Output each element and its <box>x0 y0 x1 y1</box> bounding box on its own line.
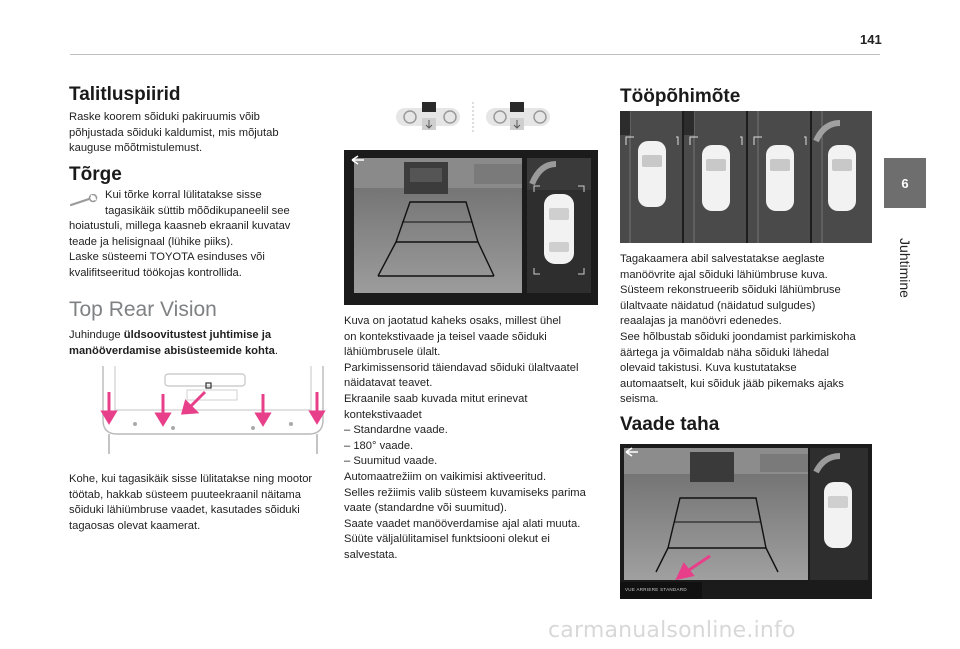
screen-mode-label: VUE ARRIERE STANDARD <box>625 587 687 592</box>
text-line: sõiduki lähiümbruse vaadet, kasutades sõ… <box>69 504 300 517</box>
mirror-camera-icons <box>396 102 550 134</box>
header-rule <box>70 54 880 55</box>
text-run: Juhinduge <box>69 329 124 341</box>
text-line: kontekstivaadet <box>344 408 422 421</box>
text-line: äärtega ja võimaldab näha sõiduki läheda… <box>620 346 829 359</box>
camera-split-screen <box>344 150 598 305</box>
text-line: Automaatrežiim on vaikimisi aktiveeritud… <box>344 470 547 483</box>
text-line: Parkimissensorid täiendavad sõiduki ülal… <box>344 361 579 374</box>
heading-torge: Tõrge <box>69 164 122 185</box>
paragraph-screen-description: Kuva on jaotatud kaheks osaks, millest ü… <box>344 314 602 564</box>
text-line: põhjustada sõiduki kaldumist, mis mõjuta… <box>69 126 279 139</box>
text-line: Kohe, kui tagasikäik sisse lülitatakse n… <box>69 473 313 485</box>
text-line: salvestata. <box>344 548 398 561</box>
chapter-label: Juhtimine <box>897 238 913 298</box>
text-line: Laske süsteemi TOYOTA esinduses või <box>69 251 265 264</box>
watermark: carmanualsonline.info <box>548 618 796 643</box>
text-line: Süüte väljalülitamisel funktsiooni oleku… <box>344 533 550 546</box>
text-line: Süsteem rekonstrueerib sõiduki lähiümbru… <box>620 284 841 297</box>
text-line: Tagakaamera abil salvestatakse aeglaste <box>620 253 825 265</box>
text-line: näidatavat teavet. <box>344 377 433 390</box>
text-line: automaatselt, kui sõiduk jääb pikemaks a… <box>620 377 844 390</box>
text-line: töötab, hakkab süsteem puuteekraanil näi… <box>69 488 301 501</box>
text-line: olevaid takistusi. Kuva kustutatakse <box>620 362 797 375</box>
text-line: seisma. <box>620 393 659 406</box>
text-line: tagaosas olevat kaamerat. <box>69 519 201 532</box>
text-line: hoiatustuli, millega kaasneb ekraanil ku… <box>69 220 291 233</box>
text-line: – 180° vaade. <box>344 439 414 452</box>
text-line: See hõlbustab sõiduki joondamist parkimi… <box>620 330 856 343</box>
rear-view-screen: VUE ARRIERE STANDARD <box>620 444 872 599</box>
page-number: 141 <box>860 32 882 47</box>
text-line: kvalifitseeritud töökojas kontrollida. <box>69 266 242 279</box>
chapter-tab[interactable]: 6 <box>884 158 926 208</box>
chapter-label-container: Juhtimine <box>890 218 920 318</box>
text-line: ülaltvaate näidatud (näidatud sulgudes) <box>620 299 816 312</box>
text-line: manöövrite ajal sõiduki lähiümbruse kuva… <box>620 268 828 281</box>
text-line: teade ja helisignaal (lühike piiks). <box>69 235 234 248</box>
paragraph-operation: Tagakaamera abil salvestatakse aeglaste … <box>620 252 878 408</box>
text-line: Kui tõrke korral lülitatakse sisse <box>105 189 262 201</box>
text-line: reaalajas ja manöövri edenedes. <box>620 315 782 328</box>
heading-top-rear-vision: Top Rear Vision <box>69 298 217 321</box>
text-line: lähiümbrusele ülalt. <box>344 346 441 359</box>
paragraph-reference: Juhinduge üldsoovitustest juhtimise ja m… <box>69 328 331 359</box>
text-line: Saate vaadet manööverdamise ajal alati m… <box>344 517 581 530</box>
text-line: tagasikäik süttib mõõdikupaneelil see <box>105 204 290 217</box>
text-run: . <box>274 344 278 357</box>
text-line: kauguse mõõtmistulemust. <box>69 142 203 155</box>
heading-talitluspiirid: Talitluspiirid <box>69 84 181 105</box>
text-line: Kuva on jaotatud kaheks osaks, millest ü… <box>344 315 562 327</box>
vehicle-rear-illustration <box>100 366 326 454</box>
parking-sequence-image <box>620 111 872 243</box>
text-line: – Standardne vaade. <box>344 424 448 437</box>
paragraph-limits: Raske koorem sõiduki pakiruumis võib põh… <box>69 110 331 157</box>
text-line: Raske koorem sõiduki pakiruumis võib <box>69 111 260 123</box>
wrench-icon <box>69 194 98 207</box>
text-line: on kontekstivaade ja teisel vaade sõiduk… <box>344 330 547 343</box>
text-line: Selles režiimis valib süsteem kuvamiseks… <box>344 486 586 499</box>
paragraph-activation: Kohe, kui tagasikäik sisse lülitatakse n… <box>69 472 333 534</box>
text-line: – Suumitud vaade. <box>344 455 438 468</box>
reference-link[interactable]: manööverdamise abisüsteemide kohta <box>69 344 275 357</box>
heading-toopohimote: Tööpõhimõte <box>620 86 741 107</box>
text-line: vaate (standardne või suumitud). <box>344 502 507 515</box>
text-line: manööverdamise abisüsteemide kohta. <box>69 344 331 360</box>
heading-vaade-taha: Vaade taha <box>620 414 720 435</box>
paragraph-fault: Kui tõrke korral lülitatakse sisse tagas… <box>69 188 331 282</box>
text-line: Ekraanile saab kuvada mitut erinevat <box>344 392 528 405</box>
reference-link[interactable]: üldsoovitustest juhtimise ja <box>123 329 272 341</box>
text-line: Juhinduge üldsoovitustest juhtimise ja <box>69 328 331 344</box>
